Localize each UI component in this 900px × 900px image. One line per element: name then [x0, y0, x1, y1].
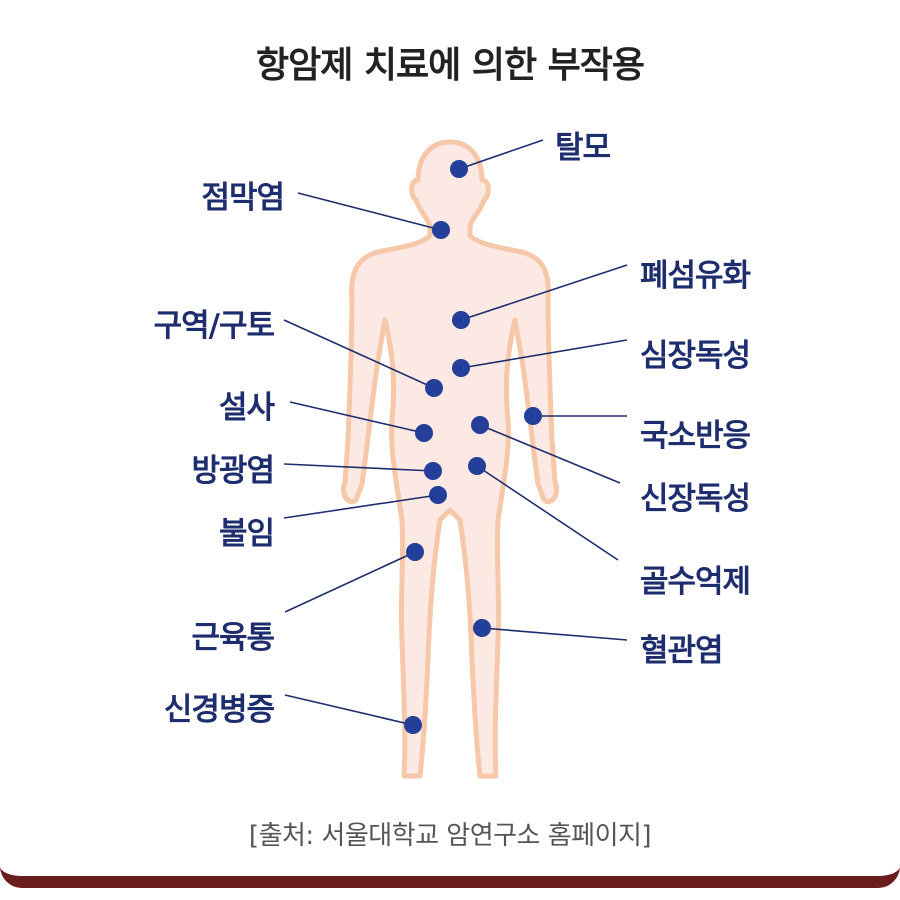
dot-diarrhea: [415, 424, 433, 442]
source-caption: [출처: 서울대학교 암연구소 홈페이지]: [248, 821, 652, 851]
label-local-reaction: 국소반응: [640, 418, 751, 454]
label-neuropathy: 신경병증: [163, 692, 275, 728]
line-infertility: [283, 494, 439, 519]
label-infertility: 불임: [218, 516, 275, 552]
line-cystitis: [283, 463, 434, 472]
dot-neuropathy: [404, 716, 422, 734]
line-pulmonary-fibrosis: [460, 264, 628, 321]
line-cardiotoxicity: [460, 339, 628, 369]
dot-vasculitis: [473, 619, 491, 637]
label-mucositis: 점막염: [201, 180, 285, 216]
label-vomiting: 구역/구토: [153, 308, 275, 344]
label-pulmonary-fibrosis: 폐섬유화: [640, 258, 751, 294]
line-vomiting: [283, 319, 435, 389]
line-vasculitis: [481, 627, 628, 641]
dot-hair-loss: [450, 160, 468, 178]
label-hair-loss: 탈모: [555, 130, 611, 166]
dot-bone-marrow-suppression: [468, 457, 486, 475]
line-bone-marrow-suppression: [476, 465, 619, 561]
label-vasculitis: 혈관염: [640, 633, 724, 669]
connector-lines: [283, 139, 628, 726]
dot-cystitis: [424, 462, 442, 480]
dot-mucositis: [432, 221, 450, 239]
label-cardiotoxicity: 심장독성: [640, 338, 751, 374]
dot-myalgia: [406, 543, 424, 561]
label-bone-marrow-suppression: 골수억제: [640, 564, 751, 600]
line-diarrhea: [289, 401, 425, 434]
line-myalgia: [284, 551, 416, 613]
dot-infertility: [429, 486, 447, 504]
dot-vomiting: [425, 379, 443, 397]
dot-nephrotoxicity: [471, 416, 489, 434]
label-cystitis: 방광염: [191, 453, 275, 489]
line-hair-loss: [458, 139, 544, 170]
line-nephrotoxicity: [479, 424, 621, 484]
label-diarrhea: 설사: [218, 390, 275, 426]
dot-pulmonary-fibrosis: [452, 311, 470, 329]
page-title: 항암제 치료에 의한 부작용: [256, 45, 645, 86]
label-nephrotoxicity: 신장독성: [640, 481, 751, 517]
line-mucositis: [297, 192, 442, 231]
dot-cardiotoxicity: [452, 359, 470, 377]
affected-site-dots: [404, 160, 542, 734]
label-myalgia: 근육통: [191, 620, 275, 656]
body-silhouette: [340, 139, 560, 779]
dot-local-reaction: [524, 407, 542, 425]
line-neuropathy: [284, 694, 414, 726]
